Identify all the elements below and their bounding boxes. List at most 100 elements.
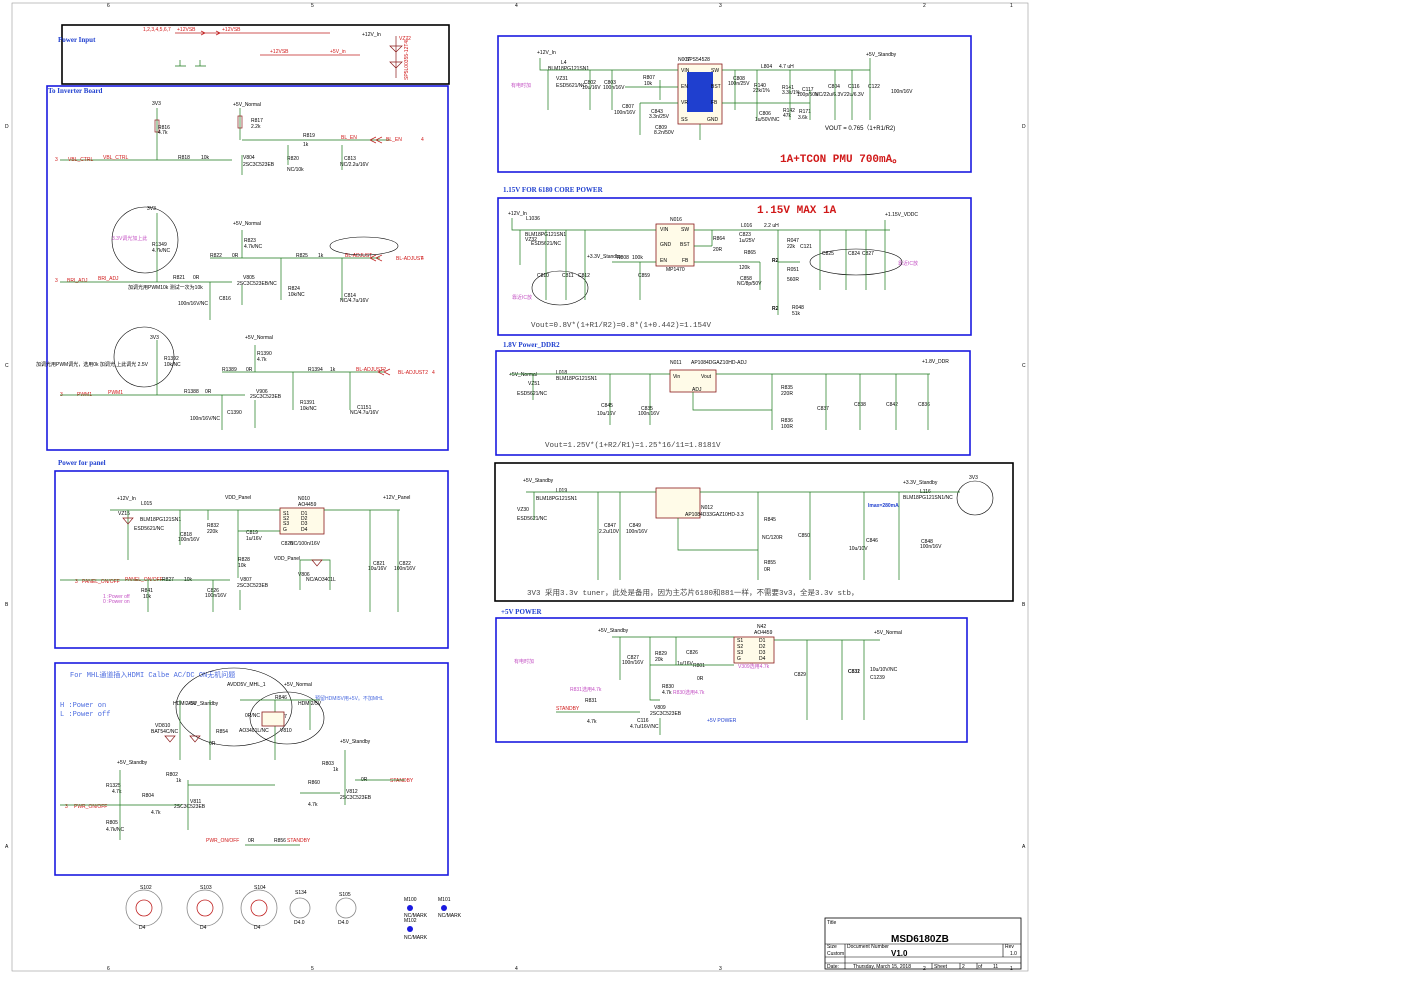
core-c859: C859 bbox=[638, 273, 650, 279]
ddr-title: 1.8V Power_DDR2 bbox=[503, 341, 560, 349]
v33-note: 3V3 采用3.3v tuner，此处是备用，因为主芯片6180和881一样，不… bbox=[527, 587, 859, 598]
m102-val: NC/MARK bbox=[404, 935, 428, 941]
s102-size: D4 bbox=[139, 925, 146, 931]
net-12vsb-c: +12VSB bbox=[270, 49, 289, 55]
tcon-vz31: VZ31 bbox=[556, 76, 568, 82]
ddr-ic-part: AP1084DGAZ10HD-ADJ bbox=[691, 360, 747, 366]
ddr-c842: C842 bbox=[886, 402, 898, 408]
r803-val: 1k bbox=[333, 767, 339, 773]
s134-label: S134 bbox=[295, 890, 307, 896]
v5-v809: V809 bbox=[654, 705, 666, 711]
rev-label: Rev bbox=[1005, 944, 1014, 950]
r816: R816 bbox=[158, 125, 170, 131]
ddr-c835: C835 bbox=[641, 406, 653, 412]
sheet-total: 11 bbox=[993, 964, 998, 970]
core-r2-tag-b: R2 bbox=[772, 306, 779, 312]
size-label: Size bbox=[827, 944, 837, 950]
note-pwm-dimming: 加调光用PWM调光，选用0k 加调光 上此调光 2.5V bbox=[36, 361, 149, 368]
tcon-l804: L804 bbox=[761, 64, 772, 70]
v805-part: 2SC3C523EB/NC bbox=[237, 281, 277, 287]
v33-r855: R855 bbox=[764, 560, 776, 566]
core-note-right: 靠近IC放 bbox=[898, 260, 918, 267]
net-bri-adj-2: BRI_ADJ bbox=[98, 276, 119, 282]
ddr-vout-formula: Vout=1.25V*(1+R2/R1)=1.25*16/11=1.8181V bbox=[545, 442, 721, 450]
net-12vsb-b: +12VSB bbox=[222, 27, 241, 33]
net-bl-adjust-2: BL-ADJUST bbox=[396, 256, 423, 262]
v5-r829: R829 bbox=[655, 651, 667, 657]
v5-block: +5V POWER +5V_Standby +5V_Normal N42 AO4… bbox=[495, 608, 968, 743]
v33-c847: C847 bbox=[604, 523, 616, 529]
v5-r831: R831 bbox=[585, 698, 597, 704]
v33-block: +5V_Standby +3.3V_Standby 3V3 N012 AP108… bbox=[494, 462, 1014, 602]
core-r048-val: 51k bbox=[792, 311, 801, 317]
net-12v-in-panel: +12V_In bbox=[117, 496, 136, 502]
r824: R824 bbox=[288, 286, 300, 292]
core-title: 1.15V FOR 6180 CORE POWER bbox=[503, 186, 604, 194]
v33-in-net: +5V_Standby bbox=[523, 478, 554, 484]
mount-hole-s103: S103 D4 bbox=[186, 885, 224, 931]
v5-r801: R801 bbox=[693, 663, 705, 669]
s105-label: S105 bbox=[339, 892, 351, 898]
r1388: R1388 bbox=[184, 389, 199, 395]
net-pwr-onoff: PWR_ON/OFF bbox=[74, 804, 107, 810]
r819: R819 bbox=[303, 133, 315, 139]
tcon-headline: 1A+TCON PMU 700mA。 bbox=[780, 154, 903, 166]
tcon-c806-val: 1u/50V/NC bbox=[755, 117, 780, 123]
v5-v809-part: 2SC3C523EB bbox=[650, 711, 682, 717]
s102-label: S102 bbox=[140, 885, 152, 891]
v805: V805 bbox=[243, 275, 255, 281]
rev-value: 1.0 bbox=[1010, 951, 1017, 957]
v33-c849-val: 100n/16V bbox=[626, 529, 648, 535]
border-row-label: C bbox=[5, 363, 9, 369]
r1325-val: 4.7k bbox=[112, 789, 122, 795]
ddr-c845: C845 bbox=[601, 403, 613, 409]
core-r047: R047 bbox=[787, 238, 799, 244]
mhl-frame bbox=[54, 662, 449, 876]
v5-pin-d4: D4 bbox=[759, 656, 766, 662]
tcon-r140-val: 22k/1% bbox=[753, 88, 770, 94]
c818: C818 bbox=[180, 532, 192, 538]
inverter-frame bbox=[46, 85, 449, 451]
n010-pin-d4: D4 bbox=[301, 527, 308, 533]
note-power-off: 1 :Power off bbox=[103, 594, 130, 600]
tcon-c802-val: 10u/16V bbox=[582, 85, 601, 91]
tcon-c809-val: 8.2n/50V bbox=[654, 130, 675, 136]
power-input-block: Power Input 1,2,3,4,5,6,7 +12VSB +12VSB … bbox=[58, 24, 450, 85]
v5-pin-d1: D1 bbox=[759, 638, 766, 644]
v811: V811 bbox=[190, 799, 202, 805]
v5-c832: C832 bbox=[848, 669, 860, 675]
net-12v-in-pi: +12V_In bbox=[362, 32, 381, 38]
v5-pin-d3: D3 bbox=[759, 650, 766, 656]
power-input-frame bbox=[61, 24, 450, 85]
ddr-c835-val: 100n/16V bbox=[638, 411, 660, 417]
core-out-net: +1.15V_VDDC bbox=[885, 212, 918, 218]
v5-pin-s3: S3 bbox=[737, 650, 743, 656]
pin-3-panel: 3 bbox=[75, 579, 78, 585]
c813-val: NC/2.2u/16V bbox=[340, 162, 369, 168]
core-r808: R808 bbox=[617, 255, 629, 261]
r803: R803 bbox=[322, 761, 334, 767]
c819-val: 1u/16V bbox=[246, 536, 263, 542]
core-r051-val: 560R bbox=[787, 277, 799, 283]
core-3v3-standby: +3.3V_Standby bbox=[587, 254, 622, 260]
v33-ic-part: AP1084D33GAZ10HD-3.3 bbox=[685, 512, 744, 518]
r805: R805 bbox=[106, 820, 118, 826]
tcon-pin-vr: VR bbox=[681, 100, 688, 106]
pin-4-bladj2: 4 bbox=[432, 370, 435, 376]
mark-m100: M100 NC/MARK bbox=[404, 897, 428, 919]
v33-vz30: VZ30 bbox=[517, 507, 529, 513]
r1391-val: 10k/NC bbox=[300, 406, 317, 412]
c1151: C1151 bbox=[357, 405, 372, 411]
r802: R802 bbox=[166, 772, 178, 778]
net-bl-adjust2: BL-ADJUST2 bbox=[356, 367, 386, 373]
r824-val: 10k/NC bbox=[288, 292, 305, 298]
tcon-pin-gnd: GND bbox=[707, 117, 719, 123]
vd810-part: BAT54C/NC bbox=[151, 729, 179, 735]
net-12vsb-a: +12VSB bbox=[177, 27, 196, 33]
title-label: Title bbox=[827, 920, 836, 926]
r820-val: NC/10k bbox=[287, 167, 304, 173]
r856: R856 bbox=[274, 838, 286, 844]
core-c121: C121 bbox=[800, 244, 812, 250]
